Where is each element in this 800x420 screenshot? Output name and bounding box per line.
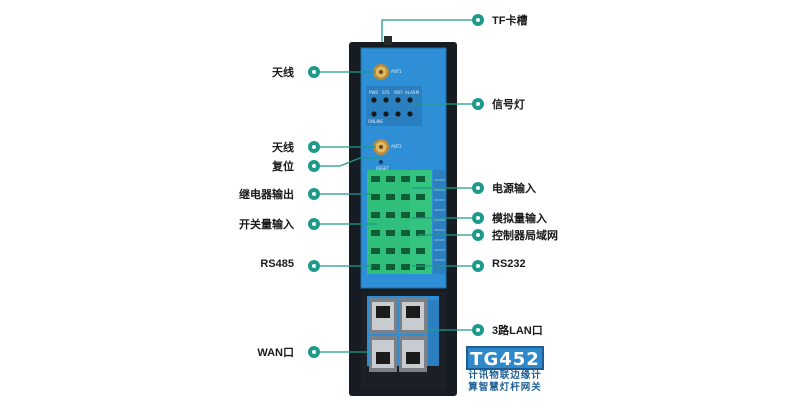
rj45-ports xyxy=(369,298,427,372)
reset-hole xyxy=(379,160,383,164)
lan-port-3 xyxy=(399,336,427,372)
label-wan-port: WAN口 xyxy=(257,347,294,359)
led-label-sys: SYS xyxy=(382,90,390,95)
label-rs485: RS485 xyxy=(260,258,294,270)
label-rs232: RS232 xyxy=(492,258,526,270)
label-power-input: 电源输入 xyxy=(492,183,536,195)
terminal-block-right xyxy=(410,170,432,274)
lan-port-1 xyxy=(369,298,397,334)
wan-port xyxy=(369,336,397,372)
terminal-blocks xyxy=(367,170,446,274)
product-logo: TG452 计讯物联边缘计 算智慧灯杆网关 xyxy=(466,346,544,394)
ant2-label: ANT2 xyxy=(391,144,402,149)
led-row-top xyxy=(371,97,413,103)
label-tf-slot: TF卡槽 xyxy=(492,15,528,27)
label-switch-input: 开关量输入 xyxy=(239,219,294,231)
lan-port-2 xyxy=(399,298,427,334)
label-relay-output: 继电器输出 xyxy=(239,189,294,201)
label-reset: 复位 xyxy=(272,161,294,173)
label-antenna-1: 天线 xyxy=(272,67,294,79)
callout-lines xyxy=(314,19,478,353)
logo-line-2: 算智慧灯杆网关 xyxy=(468,382,542,393)
label-analog-input: 模拟量输入 xyxy=(492,213,547,225)
led-label-online: ONLINE xyxy=(368,119,384,124)
label-signal-light: 信号灯 xyxy=(492,99,525,111)
led-row-bottom xyxy=(371,111,413,117)
led-area xyxy=(366,86,422,126)
led-label-wifi: WIFI xyxy=(394,90,403,95)
logo-model: TG452 xyxy=(466,346,544,370)
led-label-pwr: PWR xyxy=(369,90,378,95)
antenna-1-connector xyxy=(373,64,389,80)
logo-line-1: 计讯物联边缘计 xyxy=(468,370,542,381)
tf-card-slot xyxy=(384,36,392,45)
reset-label: RESET xyxy=(376,166,389,171)
led-label-alarm: ALARM xyxy=(405,90,420,95)
antenna-2-connector xyxy=(373,139,389,155)
label-lan-ports: 3路LAN口 xyxy=(492,325,543,337)
ant1-label: ANT1 xyxy=(391,69,402,74)
label-antenna-2: 天线 xyxy=(272,142,294,154)
label-can-bus: 控制器局域网 xyxy=(492,230,558,242)
